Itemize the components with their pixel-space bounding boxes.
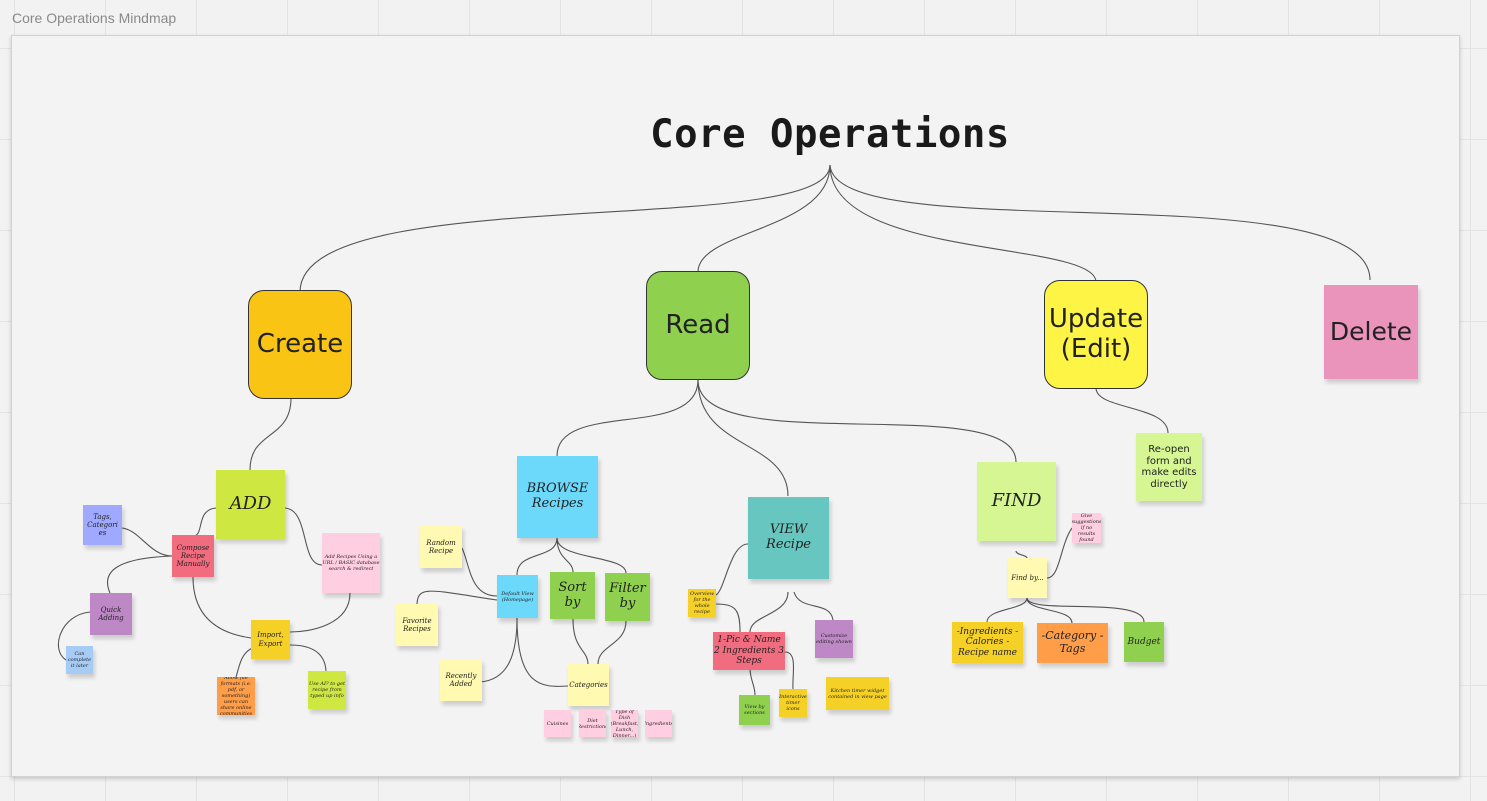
connector-findby-2 <box>1026 597 1073 624</box>
connector-default-random <box>461 547 498 597</box>
diet-restrictions-sticky[interactable]: Diet Restrictions <box>579 710 606 737</box>
random-recipe-sticky[interactable]: Random Recipe <box>420 526 462 568</box>
browse-recipes-sticky[interactable]: BROWSE Recipes <box>517 456 598 538</box>
ingredients-category-sticky[interactable]: Ingredients <box>645 710 672 737</box>
connector-pic-small <box>784 651 795 690</box>
find-budget-sticky[interactable]: Budget <box>1124 622 1164 662</box>
connector-compose-quick <box>106 555 173 594</box>
reopen-form-sticky[interactable]: Re-open form and make edits directly <box>1136 433 1202 501</box>
connector-view-pic <box>749 591 789 633</box>
connector-view-left <box>715 543 749 596</box>
connector-findby-3 <box>1026 597 1145 623</box>
kitchen-timer-sticky[interactable]: Kitchen timer widget contained in view p… <box>826 677 889 710</box>
connector-default-recently <box>479 617 518 683</box>
connector-url-import <box>289 592 351 633</box>
connector-create-add <box>249 397 292 471</box>
cuisines-sticky[interactable]: Cuisines <box>544 710 571 737</box>
main-title: Core Operations <box>650 112 1010 157</box>
ai-import-sticky[interactable]: Use AI? to get recipe from typed up info <box>308 671 346 709</box>
read-node[interactable]: Read <box>646 271 750 380</box>
create-node[interactable]: Create <box>248 290 352 399</box>
default-view-sticky[interactable]: Default View (Homepage) <box>497 575 538 618</box>
connector-browse-sort <box>556 537 574 573</box>
pic-name-steps-sticky[interactable]: 1-Pic & Name 2 Ingredients 3 Steps <box>713 632 785 670</box>
find-by-sticky[interactable]: Find by... <box>1008 558 1047 598</box>
connector-findby-note <box>1046 527 1073 579</box>
connector-title-read <box>697 164 831 273</box>
import-note-sticky[interactable]: Allow file formats (i.e. pdf, or somethi… <box>217 677 255 715</box>
connector-read-find <box>697 379 1017 463</box>
update-node[interactable]: Update (Edit) <box>1044 280 1148 389</box>
connector-sort-categories <box>572 618 589 665</box>
find-category-sticky[interactable]: -Category -Tags <box>1037 623 1108 663</box>
connector-default-favorite <box>416 590 498 605</box>
connector-left-pic <box>715 603 741 633</box>
connector-browse-split <box>516 537 558 576</box>
connector-pic-sections <box>749 667 756 696</box>
connector-update-reopen <box>1095 387 1169 434</box>
type-of-dish-sticky[interactable]: Type of Dish (Breakfast, Lunch, Dinner..… <box>611 710 638 737</box>
connector-findby-1 <box>986 597 1028 623</box>
tags-sticky[interactable]: Tags, Categori es <box>83 505 122 545</box>
find-suggestions-sticky[interactable]: Give suggestions if no results found <box>1072 513 1101 543</box>
find-ingredients-sticky[interactable]: -Ingredients -Calories -Recipe name <box>952 622 1023 663</box>
connector-view-right <box>793 591 834 621</box>
connector-find-findby <box>1015 550 1028 559</box>
connector-compose-tags <box>121 527 173 557</box>
connector-import-note2 <box>289 644 327 672</box>
import-export-sticky[interactable]: Import, Export <box>251 620 290 659</box>
delete-node[interactable]: Delete <box>1324 285 1418 379</box>
connector-compose-import <box>192 576 252 639</box>
view-overview-sticky[interactable]: Overview for the whole recipe <box>688 589 716 617</box>
find-sticky[interactable]: FIND <box>977 462 1056 541</box>
connector-quick-auto <box>57 611 91 661</box>
connector-title-delete <box>829 164 1371 281</box>
sort-by-sticky[interactable]: Sort by <box>550 572 595 619</box>
quick-adding-sticky[interactable]: Quick Adding <box>90 593 132 635</box>
connector-title-update <box>829 164 1097 283</box>
view-recipe-sticky[interactable]: VIEW Recipe <box>748 497 829 579</box>
filter-by-sticky[interactable]: Filter by <box>605 573 650 621</box>
connector-title-create <box>299 164 831 293</box>
categories-sticky[interactable]: Categories <box>568 664 609 706</box>
favorite-recipes-sticky[interactable]: Favorite Recipes <box>396 604 438 646</box>
view-by-sections-sticky[interactable]: View by sections <box>739 695 770 725</box>
timer-icons-sticky[interactable]: Interactive timer icons <box>779 689 807 717</box>
customize-view-sticky[interactable]: Customize editing shown <box>815 620 853 658</box>
connector-filter-categories <box>597 620 627 665</box>
recently-added-sticky[interactable]: Recently Added <box>440 659 482 701</box>
auto-complete-sticky[interactable]: Can complete it later <box>66 646 93 674</box>
add-url-sticky[interactable]: Add Recipes Using a URL / BASIC database… <box>322 533 380 593</box>
connector-read-browse <box>556 379 699 457</box>
add-sticky[interactable]: ADD <box>216 470 285 539</box>
compose-recipe-sticky[interactable]: Compose Recipe Manually <box>172 535 214 577</box>
connector-add-compose <box>192 507 217 537</box>
frame-title: Core Operations Mindmap <box>12 10 177 26</box>
connector-add-url <box>284 507 323 566</box>
connector-browse-filter <box>556 537 627 574</box>
connector-read-view <box>697 379 789 497</box>
connector-default-categories <box>516 617 569 687</box>
